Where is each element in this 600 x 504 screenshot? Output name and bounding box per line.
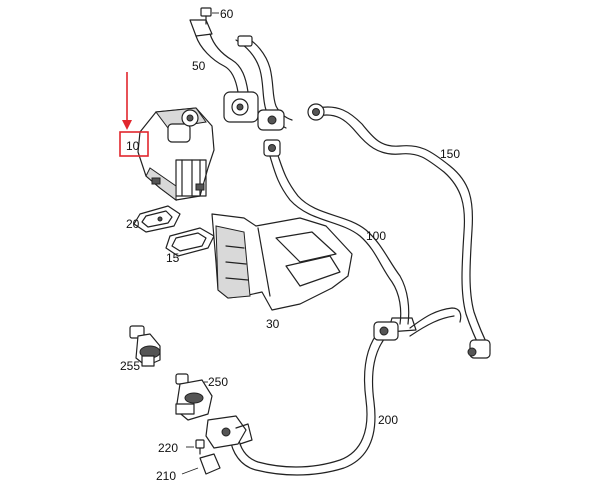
part-15-gasket xyxy=(165,227,215,257)
highlight-arrow-head xyxy=(122,120,132,130)
label-250: 250 xyxy=(208,375,228,389)
hose-200 xyxy=(229,307,462,476)
label-255: 255 xyxy=(120,359,140,373)
part-50-hose xyxy=(189,19,293,131)
part-30-bracket xyxy=(211,213,353,311)
label-30: 30 xyxy=(266,317,280,331)
label-210: 210 xyxy=(156,469,176,483)
label-60: 60 xyxy=(220,7,234,21)
hose-100 xyxy=(263,139,417,333)
label-10: 10 xyxy=(126,139,140,153)
part-210-connector xyxy=(181,453,221,475)
part-250 xyxy=(175,373,213,421)
hose-150 xyxy=(307,103,491,359)
part-60-bolt xyxy=(200,7,219,25)
part-255 xyxy=(129,325,161,367)
label-15: 15 xyxy=(166,251,180,265)
part-10-module xyxy=(137,107,215,201)
label-20: 20 xyxy=(126,217,140,231)
part-220-bolt xyxy=(186,439,205,455)
label-100: 100 xyxy=(366,229,386,243)
label-220: 220 xyxy=(158,441,178,455)
label-200: 200 xyxy=(378,413,398,427)
label-150: 150 xyxy=(440,147,460,161)
lower-pipe-bracket xyxy=(205,415,253,449)
part-20-gasket xyxy=(133,205,181,233)
highlight-box xyxy=(119,131,149,157)
highlight-indicator xyxy=(119,72,149,157)
label-50: 50 xyxy=(192,59,206,73)
